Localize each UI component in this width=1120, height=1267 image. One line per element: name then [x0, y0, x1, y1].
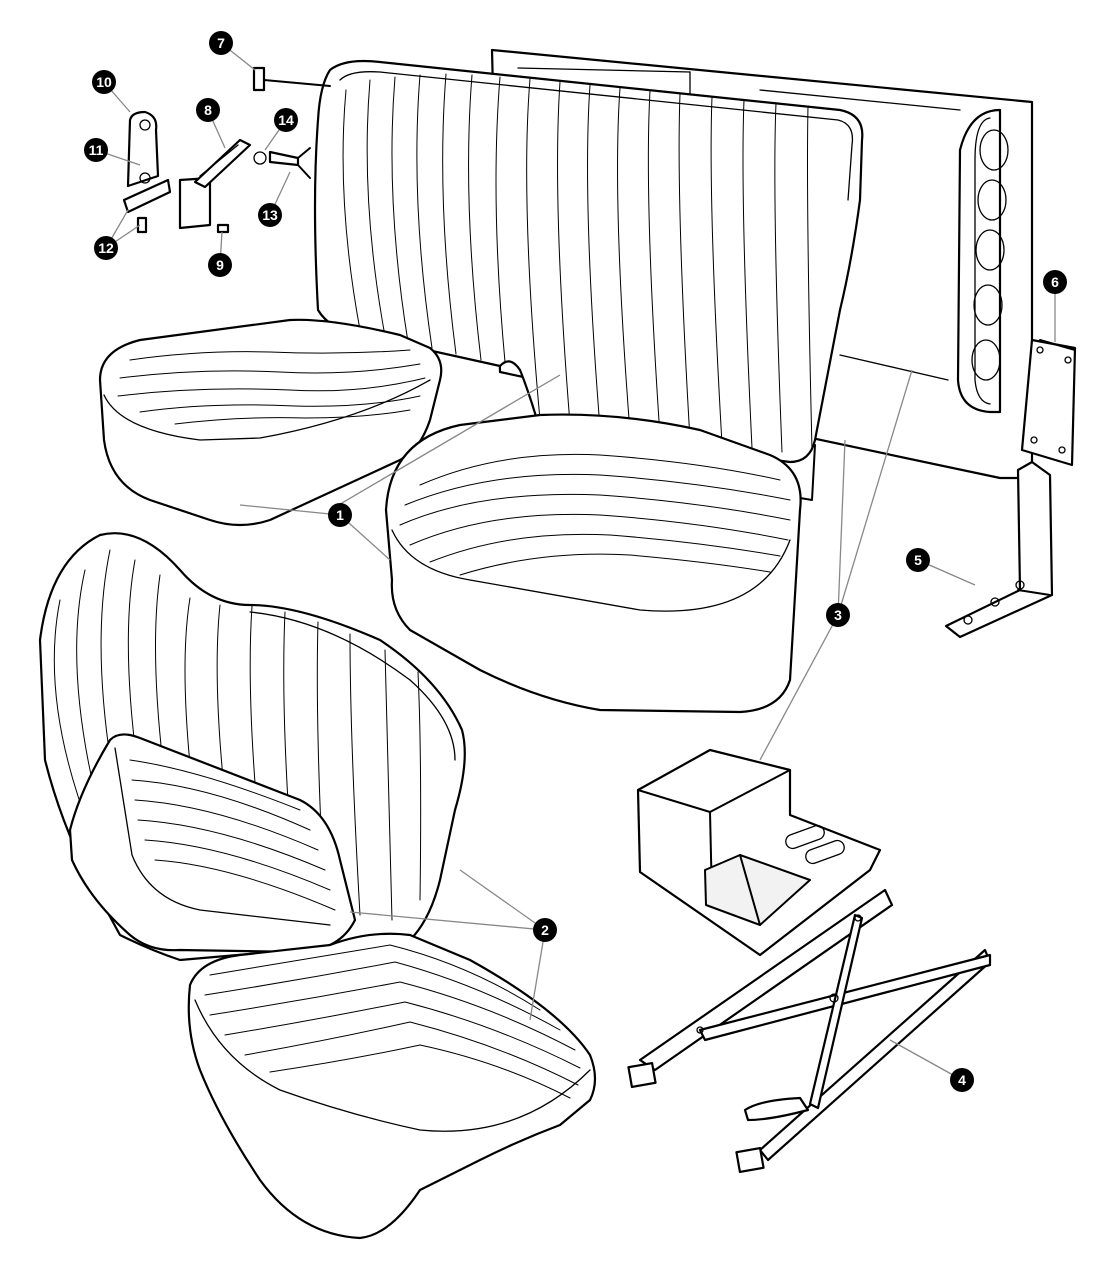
callout-13-label: 13: [262, 207, 278, 223]
callout-5: 5: [906, 548, 930, 572]
callout-7-label: 7: [217, 35, 225, 51]
callout-12: 12: [94, 236, 118, 260]
seat-frame-scissor: [627, 888, 992, 1174]
bucket-seat-cushion: [187, 932, 597, 1240]
callout-4-label: 4: [958, 1072, 966, 1088]
hinge-rod: [252, 66, 331, 92]
callout-11-label: 11: [89, 142, 104, 158]
bench-cushion-right: [384, 413, 802, 714]
mounting-plate: [1020, 338, 1077, 467]
callout-7: 7: [209, 31, 233, 55]
callout-10: 10: [92, 70, 116, 94]
callout-12-label: 12: [98, 240, 114, 256]
callout-2-label: 2: [541, 922, 549, 938]
callout-6: 6: [1043, 270, 1067, 294]
callout-10-label: 10: [96, 74, 112, 90]
bucket-seat-bolster: [68, 733, 357, 954]
callout-8-label: 8: [204, 102, 212, 118]
callout-3: 3: [826, 603, 850, 627]
callout-14: 14: [274, 108, 298, 132]
support-bracket: [944, 460, 1054, 639]
callout-6-label: 6: [1051, 274, 1059, 290]
hinge-hardware: [122, 110, 311, 234]
callout-3-label: 3: [834, 607, 842, 623]
callout-4: 4: [950, 1068, 974, 1092]
callout-1: 1: [328, 503, 352, 527]
callout-2: 2: [533, 918, 557, 942]
callout-1-label: 1: [336, 507, 344, 523]
callout-14-label: 14: [278, 112, 294, 128]
callout-8: 8: [196, 98, 220, 122]
seat-box-base: [636, 748, 882, 957]
callout-9: 9: [208, 253, 232, 277]
callout-9-label: 9: [216, 257, 224, 273]
bench-cushion-left: [98, 318, 443, 527]
callout-5-label: 5: [914, 552, 922, 568]
callout-13: 13: [258, 203, 282, 227]
bench-seat-back: [313, 59, 864, 501]
callout-11: 11: [84, 138, 108, 162]
